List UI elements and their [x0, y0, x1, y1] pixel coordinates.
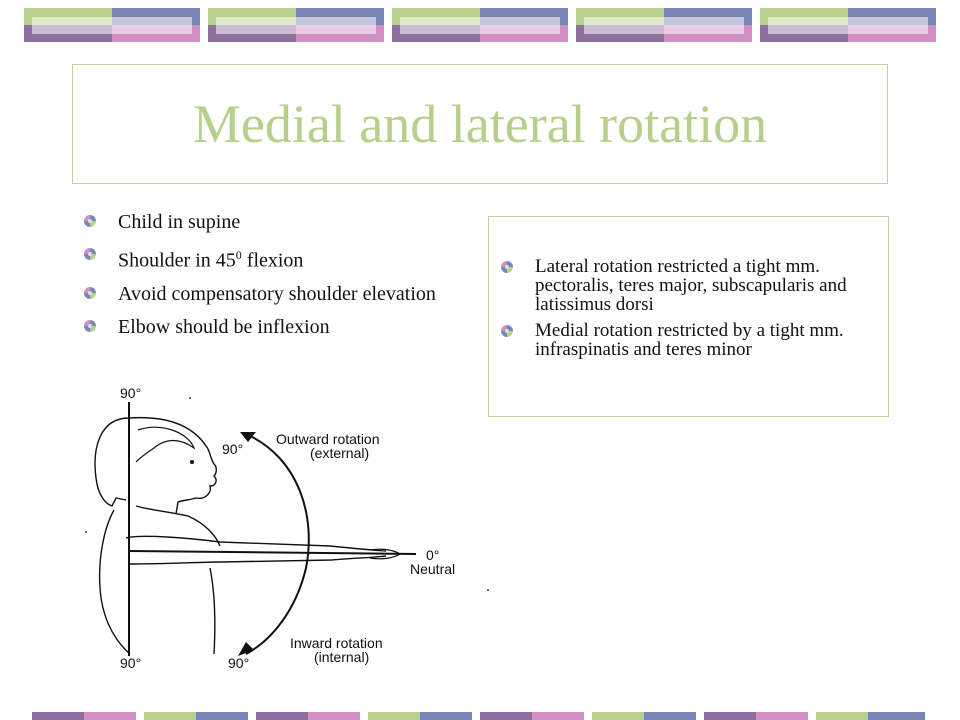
- bullet-text: Elbow should be inflexion: [118, 315, 330, 338]
- bottom-left-degree-label: 90°: [120, 655, 141, 671]
- upper-arc-degree-label: 90°: [222, 441, 243, 457]
- horizontal-axis-line: [129, 550, 417, 555]
- arrow-head-down: [238, 642, 254, 656]
- rotation-illustration: 90° 90° 90° 90° 0° Neutral Outward rotat…: [85, 385, 489, 671]
- inward-rotation-label: Inward rotation: [290, 635, 383, 651]
- hair-bangs: [135, 426, 196, 463]
- bullet-text: Medial rotation restricted by a tight mm…: [535, 320, 844, 360]
- neutral-label: Neutral: [410, 561, 455, 577]
- title-box: Medial and lateral rotation: [72, 64, 888, 184]
- outward-rotation-label: Outward rotation: [276, 431, 380, 447]
- list-item: Shoulder in 450 flexion: [84, 243, 444, 273]
- lower-arc-degree-label: 90°: [228, 655, 249, 671]
- eye-icon: [190, 460, 194, 464]
- superscript: 0: [235, 248, 242, 262]
- bullet-text: Shoulder in 45: [118, 249, 236, 272]
- arrow-head-up: [240, 432, 256, 442]
- bullet-text: Child in supine: [118, 211, 241, 233]
- inward-rotation-sub: (internal): [314, 649, 369, 665]
- bullet-text-tail: flexion: [241, 249, 304, 272]
- head-outline: [94, 416, 217, 515]
- outward-rotation-sub: (external): [310, 445, 369, 461]
- hand-outline: [369, 548, 402, 560]
- list-item: Elbow should be inflexion: [84, 315, 444, 339]
- right-text-box: Lateral rotation restricted a tight mm. …: [488, 216, 889, 417]
- bullet-icon: [84, 215, 96, 227]
- bullet-icon: [84, 248, 96, 260]
- left-bullet-list: Child in supine Shoulder in 450 flexion …: [84, 210, 444, 348]
- slide-title: Medial and lateral rotation: [192, 94, 768, 154]
- bullet-icon: [501, 261, 513, 273]
- bullet-icon: [84, 286, 96, 299]
- list-item: Child in supine: [84, 210, 444, 234]
- decorative-tile: [24, 8, 200, 42]
- bottom-decoration: [32, 712, 925, 720]
- decorative-tile: [392, 8, 568, 42]
- bullet-icon: [501, 325, 513, 337]
- bullet-text: Lateral rotation restricted a tight mm. …: [535, 256, 847, 315]
- list-item: Medial rotation restricted by a tight mm…: [501, 321, 878, 359]
- shoulder-outline: [135, 505, 221, 547]
- list-item: Avoid compensatory shoulder elevation: [84, 282, 444, 306]
- torso-front-outline: [209, 567, 216, 655]
- decorative-tile: [208, 8, 384, 42]
- bullet-text: Avoid compensatory shoulder elevation: [118, 282, 436, 305]
- decorative-tile: [576, 8, 752, 42]
- arm-outline: [125, 535, 387, 565]
- top-degree-label: 90°: [120, 385, 141, 401]
- rotation-arc: [245, 433, 310, 655]
- list-item: Lateral rotation restricted a tight mm. …: [501, 257, 878, 314]
- neutral-degree-label: 0°: [426, 547, 439, 563]
- back-outline: [98, 509, 131, 655]
- decorative-tile: [760, 8, 936, 42]
- bullet-icon: [84, 319, 96, 332]
